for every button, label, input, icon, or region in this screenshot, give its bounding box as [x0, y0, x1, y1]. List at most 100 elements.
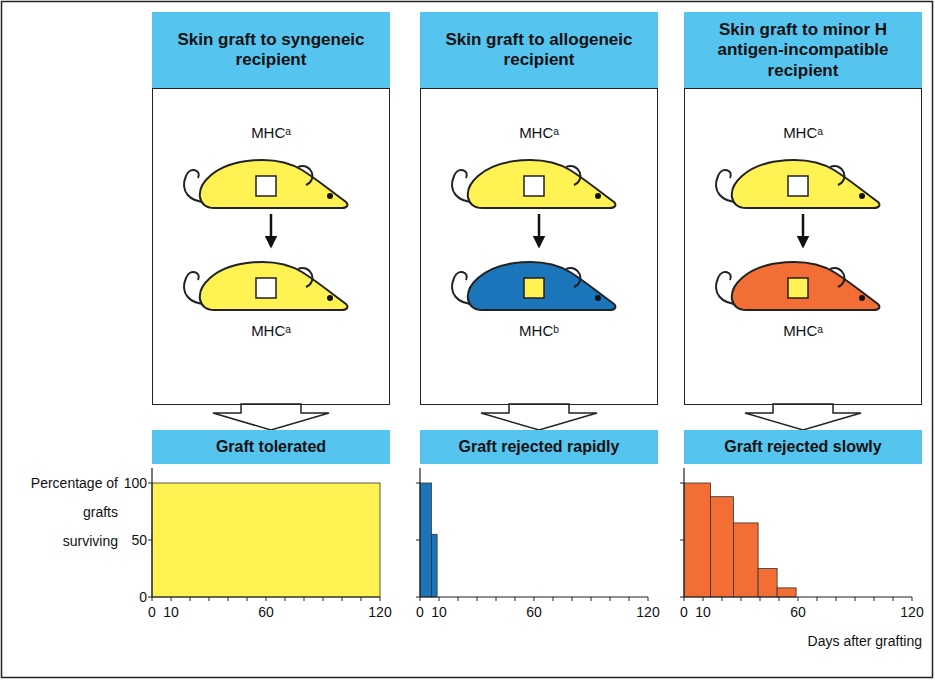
- x-tick: [380, 597, 381, 601]
- x-tick-label: 0: [416, 604, 424, 621]
- recipient-mouse: [716, 262, 879, 310]
- y-tick: [148, 540, 152, 541]
- donor-mouse: [184, 160, 347, 208]
- graft-site: [524, 176, 544, 196]
- survival-chart: [680, 468, 912, 601]
- x-tick: [247, 597, 248, 601]
- y-axis: [419, 468, 420, 597]
- x-tick: [458, 597, 459, 601]
- x-tick: [572, 597, 573, 601]
- x-tick: [152, 597, 153, 601]
- y-tick: [680, 483, 684, 484]
- y-tick: [416, 483, 420, 484]
- mhc-label: MHCᵃ: [421, 124, 657, 142]
- x-tick: [420, 597, 421, 601]
- x-tick: [304, 597, 305, 601]
- graft-panel: MHCᵃMHCᵃ: [684, 88, 922, 405]
- outcome-title: Graft rejected slowly: [724, 437, 881, 456]
- x-tick-label: 120: [368, 604, 391, 621]
- x-tick-label: 10: [431, 604, 447, 621]
- x-tick: [629, 597, 630, 601]
- y-tick-label: 100: [124, 475, 147, 492]
- y-tick: [680, 540, 684, 541]
- x-tick: [741, 597, 742, 601]
- x-tick-label: 60: [258, 604, 274, 621]
- y-axis: [151, 468, 152, 597]
- survival-bar: [431, 534, 437, 597]
- x-tick: [722, 597, 723, 601]
- x-tick: [266, 597, 267, 601]
- x-tick: [209, 597, 210, 601]
- condition-header: Skin graft to syngeneic recipient: [152, 12, 390, 88]
- y-tick: [416, 540, 420, 541]
- condition-title: Skin graft to minor H antigen-incompatib…: [706, 20, 900, 81]
- x-tick: [893, 597, 894, 601]
- x-tick: [496, 597, 497, 601]
- survival-bar: [777, 588, 796, 597]
- x-tick: [874, 597, 875, 601]
- survival-chart: [148, 468, 380, 601]
- survival-bar: [711, 497, 734, 597]
- outcome-title: Graft tolerated: [216, 437, 326, 456]
- donor-mouse: [452, 160, 615, 208]
- transfer-arrow: [802, 214, 805, 246]
- graft-panel: MHCᵃMHCᵇ: [420, 88, 658, 405]
- outcome-header: Graft rejected slowly: [684, 430, 922, 464]
- x-tick: [285, 597, 286, 601]
- x-tick: [703, 597, 704, 601]
- x-tick: [323, 597, 324, 601]
- x-tick: [342, 597, 343, 601]
- graft-site: [256, 176, 276, 196]
- recipient-mouse: [184, 262, 347, 310]
- condition-title: Skin graft to allogeneic recipient: [442, 30, 636, 71]
- mhc-label: MHCᵃ: [685, 322, 921, 340]
- x-tick-label: 120: [900, 604, 923, 621]
- survival-bar: [684, 483, 711, 597]
- outcome-title: Graft rejected rapidly: [459, 437, 620, 456]
- y-tick: [148, 483, 152, 484]
- mhc-label: MHCᵃ: [685, 124, 921, 142]
- graft-panel: MHCᵃMHCᵃ: [152, 88, 390, 405]
- mhc-label: MHCᵃ: [153, 322, 389, 340]
- x-tick-label: 10: [163, 604, 179, 621]
- recipient-mouse: [452, 262, 615, 310]
- condition-header: Skin graft to minor H antigen-incompatib…: [684, 12, 922, 89]
- x-tick: [591, 597, 592, 601]
- condition-title: Skin graft to syngeneic recipient: [174, 30, 368, 71]
- x-tick: [798, 597, 799, 601]
- x-tick-label: 60: [790, 604, 806, 621]
- mhc-label: MHCᵇ: [421, 322, 657, 340]
- donor-mouse: [716, 160, 879, 208]
- x-tick: [228, 597, 229, 601]
- outcome-arrow: [745, 404, 861, 430]
- x-tick: [190, 597, 191, 601]
- survival-charts: [148, 468, 912, 601]
- graft-patch: [524, 278, 544, 298]
- x-tick: [648, 597, 649, 601]
- y-tick-label: 50: [131, 532, 147, 549]
- y-tick: [148, 597, 152, 598]
- y-axis: [683, 468, 684, 597]
- survival-bar: [733, 523, 758, 597]
- x-tick-label: 60: [526, 604, 542, 621]
- outcome-header: Graft rejected rapidly: [420, 430, 658, 464]
- x-tick-label: 0: [680, 604, 688, 621]
- mhc-label: MHCᵃ: [153, 124, 389, 142]
- x-tick: [760, 597, 761, 601]
- outcome-header: Graft tolerated: [152, 430, 390, 464]
- survival-bar: [420, 483, 431, 597]
- outcome-arrow: [481, 404, 597, 430]
- x-tick: [610, 597, 611, 601]
- y-tick: [680, 597, 684, 598]
- x-tick: [836, 597, 837, 601]
- y-axis-title: Percentage of grafts surviving: [26, 469, 118, 556]
- condition-header: Skin graft to allogeneic recipient: [420, 12, 658, 88]
- survival-chart: [416, 468, 648, 601]
- x-tick-label: 0: [148, 604, 156, 621]
- x-tick: [515, 597, 516, 601]
